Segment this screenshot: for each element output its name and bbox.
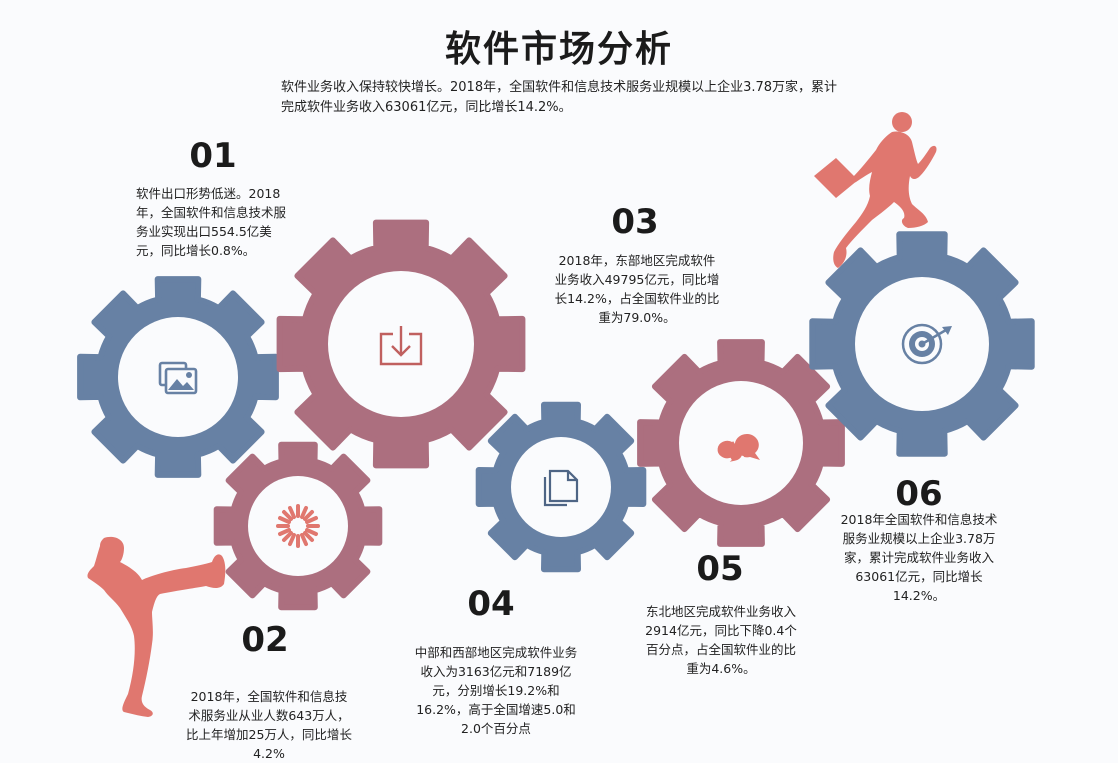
step-number-06: 06 [895,474,943,514]
gear-02 [213,441,383,611]
step-number-03: 03 [611,202,659,242]
step-number-04: 04 [467,584,515,624]
step-description-06: 2018年全国软件和信息技术服务业规模以上企业3.78万家，累计完成软件业务收入… [840,512,998,603]
step-number-05: 05 [696,549,744,589]
intro-text: 软件业务收入保持较快增长。2018年，全国软件和信息技术服务业规模以上企业3.7… [281,80,838,115]
page-title: 软件市场分析 [444,29,673,70]
step-number-02: 02 [241,620,289,660]
step-description-01: 软件出口形势低迷。2018年，全国软件和信息技术服务业实现出口554.5亿美元，… [136,186,287,258]
download-tray-icon [379,326,423,366]
running-businessman-figure [814,112,937,268]
loading-spinner-icon [276,504,320,548]
image-gallery-icon [158,361,198,395]
step-description-03: 2018年，东部地区完成软件业务收入49795亿元，同比增长14.2%，占全国软… [554,253,720,325]
documents-icon [543,469,579,507]
step-number-01: 01 [189,136,237,176]
step-description-04: 中部和西部地区完成软件业务收入为3163亿元和7189亿元，分别增长19.2%和… [414,645,578,736]
chat-bubbles-icon [715,433,760,466]
kicking-man-figure [87,536,226,717]
target-icon [901,323,952,365]
step-description-05: 东北地区完成软件业务收入2914亿元，同比下降0.4个百分点，占全国软件业的比重… [645,604,797,676]
